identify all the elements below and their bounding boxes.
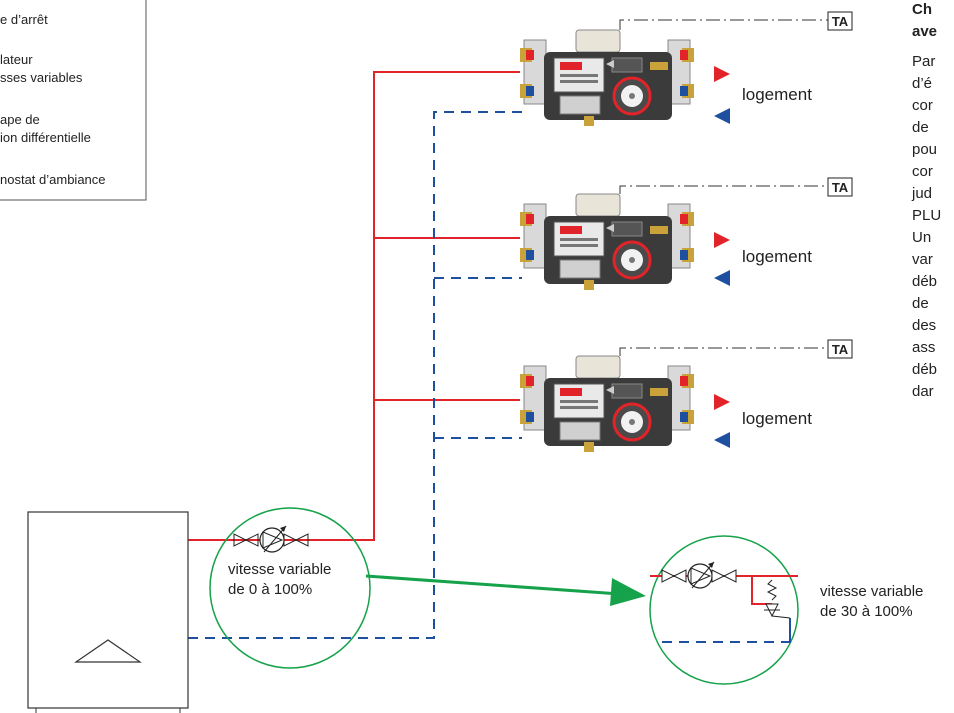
svg-text:TA: TA (832, 342, 849, 357)
boiler-pump-label: vitesse variable de 0 à 100% (228, 561, 336, 598)
unit-2-label: logement (742, 247, 812, 266)
heat-interface-unit-2 (518, 192, 696, 292)
svg-text:TA: TA (832, 14, 849, 29)
side-body: Par d’é cor de pou cor jud PLU Un var dé… (911, 53, 945, 400)
legend-item-4: nostat d’ambiance (0, 172, 106, 187)
detail-pump-zoom (649, 535, 799, 685)
side-title: Ch ave (912, 1, 937, 40)
legend-box: e d’arrêt lateur sses variables ape de i… (0, 0, 147, 201)
thermostat-2: TA (827, 177, 853, 197)
return-piping (188, 111, 522, 639)
unit-1-label: logement (742, 85, 812, 104)
side-description: Ch ave Par d’é cor de pou cor jud PLU Un… (911, 1, 945, 400)
legend-item-2: lateur sses variables (0, 52, 83, 85)
unit-3-flow-arrows (714, 394, 730, 448)
unit-2-flow-arrows (714, 232, 730, 286)
boiler (27, 511, 189, 713)
legend-item-1: e d’arrêt (0, 12, 48, 27)
heat-interface-unit-3 (518, 354, 696, 454)
boiler-pump-zoom: vitesse variable de 0 à 100% (209, 507, 371, 669)
supply-piping (188, 71, 520, 541)
detail-pump-label: vitesse variable de 30 à 100% (820, 583, 928, 620)
legend-item-3: ape de ion différentielle (0, 112, 91, 145)
thermostat-1: TA (827, 11, 853, 31)
svg-text:TA: TA (832, 180, 849, 195)
thermostat-3: TA (827, 339, 853, 359)
zoom-connector-arrow (365, 574, 646, 606)
unit-3-label: logement (742, 409, 812, 428)
heat-interface-unit-1 (518, 28, 696, 128)
thermostat-lines (619, 19, 828, 356)
unit-1-flow-arrows (714, 66, 730, 124)
